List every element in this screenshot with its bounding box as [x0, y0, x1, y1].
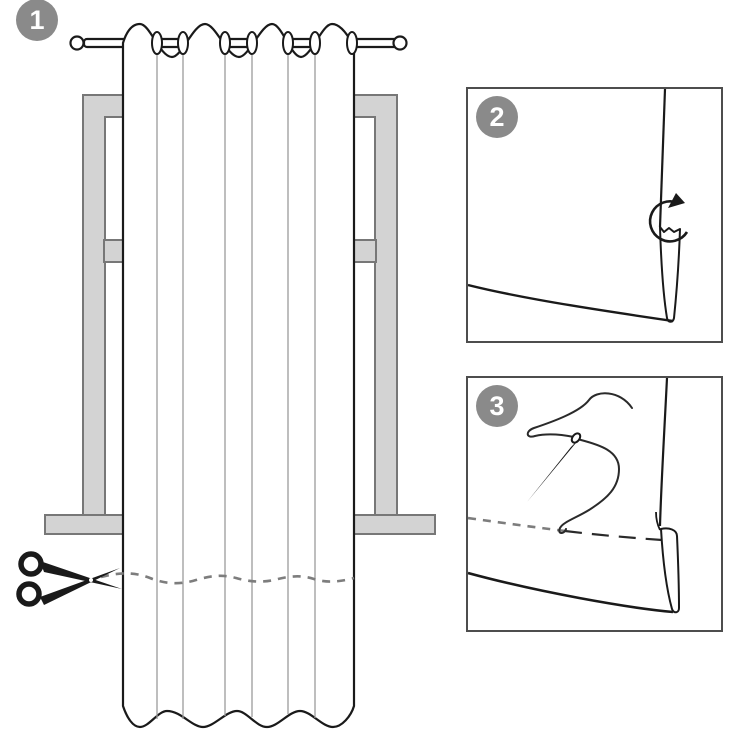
rod-finial-right	[392, 35, 408, 51]
cut-edge-mark	[655, 511, 661, 531]
fabric-edge	[658, 378, 669, 527]
grommet	[151, 31, 163, 55]
step2-panel: 2	[466, 87, 723, 343]
step3-panel: 3	[466, 376, 723, 632]
scissors-icon	[16, 551, 122, 607]
grommet	[177, 31, 189, 55]
grommet	[282, 31, 294, 55]
fabric-edge	[658, 89, 667, 228]
grommet	[246, 31, 258, 55]
fabric-bottom-edge	[468, 283, 674, 323]
grommet	[219, 31, 231, 55]
fabric-bottom-edge	[468, 571, 674, 614]
step-badge-3: 3	[476, 385, 518, 427]
curved-arrow-icon	[648, 193, 689, 243]
rod-finial-left	[69, 35, 85, 51]
curtain-panel	[121, 22, 356, 729]
cut-line	[100, 572, 355, 585]
thread-icon	[526, 392, 633, 534]
step-badge-2: 2	[476, 96, 518, 138]
needle-icon	[527, 432, 582, 502]
folded-hem	[660, 527, 680, 614]
step3-illustration	[468, 378, 680, 614]
curtain-fold-lines	[156, 55, 316, 719]
step1-illustration	[16, 22, 436, 729]
step2-illustration	[468, 89, 689, 323]
grommet	[346, 31, 358, 55]
grommet	[309, 31, 321, 55]
grommets	[151, 31, 358, 55]
step-badge-1: 1	[16, 0, 58, 41]
stitch-line	[468, 516, 663, 542]
